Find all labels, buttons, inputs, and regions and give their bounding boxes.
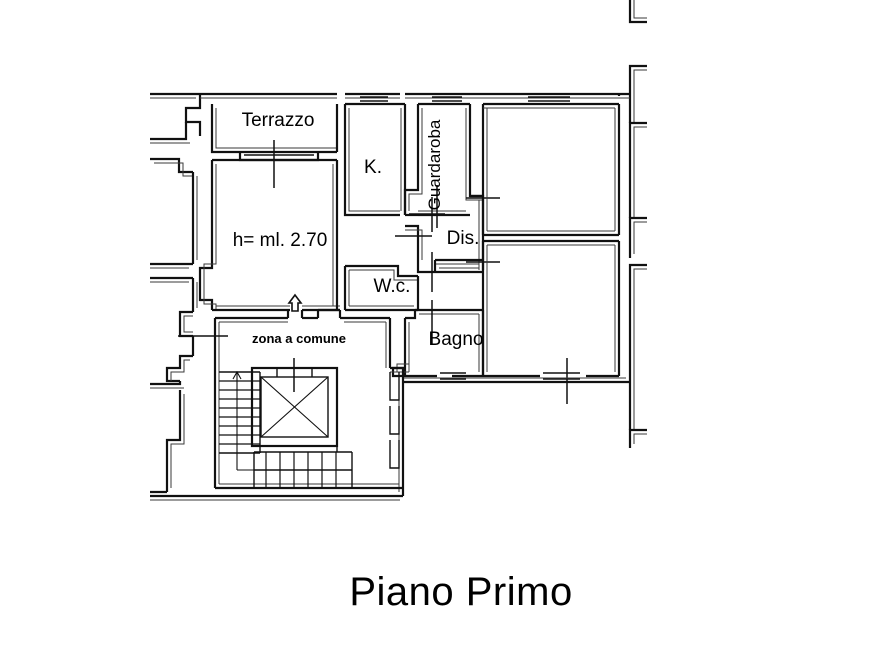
room-label-terrazzo: Terrazzo <box>242 110 315 131</box>
lower-corridor-wall <box>403 377 630 384</box>
room-label-zona-comune: zona a comune <box>252 331 346 346</box>
staircase-lower-flight <box>253 446 353 488</box>
room-label-kitchen: K. <box>364 157 382 178</box>
room-right-lower <box>481 239 621 404</box>
room-label-wc: W.c. <box>374 276 411 297</box>
room-label-living-height: h= ml. 2.70 <box>233 230 328 251</box>
page-title: Piano Primo <box>349 570 572 614</box>
room-guardaroba <box>403 102 483 228</box>
staircase-upper-flight <box>219 370 261 471</box>
left-exterior-wall-fragments <box>150 92 403 501</box>
exterior-wall-fragments <box>628 0 647 448</box>
apartment-top-wall <box>200 92 630 102</box>
room-label-disimpegno: Dis. <box>447 228 480 249</box>
room-wc <box>343 264 420 312</box>
elevator-shaft <box>250 358 339 448</box>
entry-arrow-icon <box>287 293 303 312</box>
room-bagno <box>391 300 485 380</box>
room-label-bagno: Bagno <box>429 329 484 350</box>
room-label-guardaroba: Guardaroba <box>425 119 444 210</box>
room-zona-comune <box>178 293 405 496</box>
room-right-upper <box>481 102 621 237</box>
